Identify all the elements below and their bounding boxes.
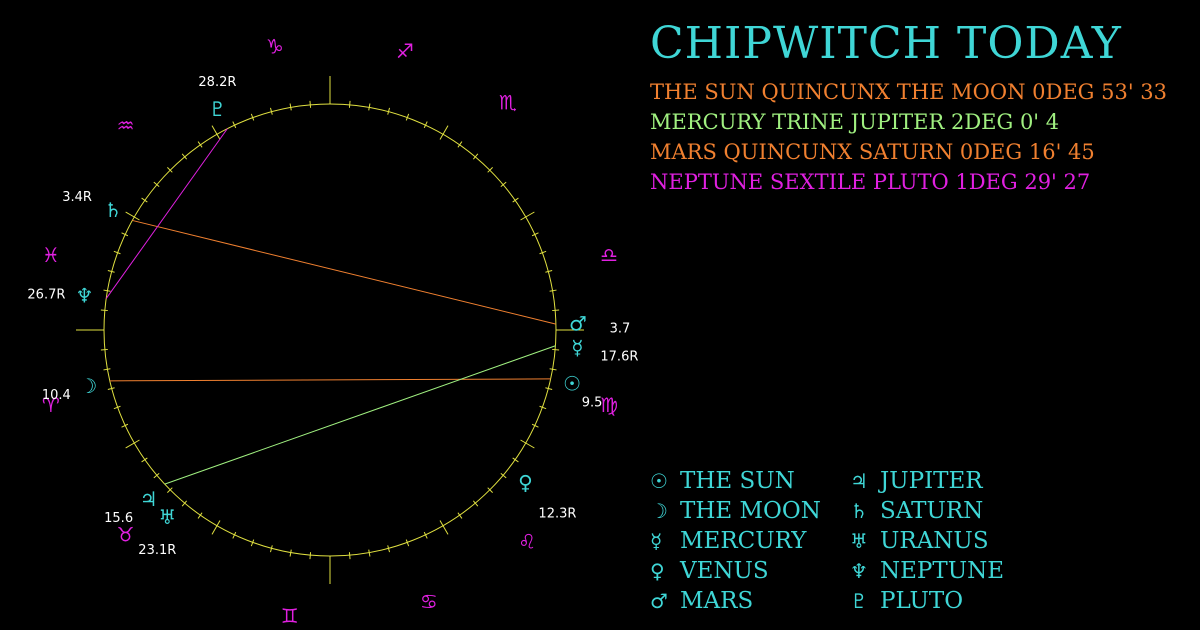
neptune-degree-label: 26.7R	[27, 287, 65, 302]
wheel-tick	[439, 125, 449, 140]
aspect-line-mars-saturn	[132, 219, 557, 325]
aspect-text-mars-saturn: MARS QUINCUNX SATURN 0DEG 16' 45	[650, 140, 1095, 164]
wheel-tick	[545, 387, 553, 391]
neptune-icon: ♆	[850, 559, 868, 583]
mars-degree-label: 3.7	[610, 322, 631, 337]
sun-icon: ☉	[563, 372, 581, 396]
pisces-sign-icon: ♓	[42, 243, 60, 267]
legend-label: THE MOON	[680, 498, 821, 524]
mercury-icon: ☿	[650, 529, 663, 553]
legend-label: SATURN	[880, 498, 984, 524]
legend-item-moon: ☽ THE MOON	[650, 498, 821, 524]
mars-icon: ♂	[650, 589, 668, 613]
wheel-tick	[167, 167, 173, 173]
wheel-circle	[103, 103, 557, 557]
legend-label: NEPTUNE	[880, 558, 1005, 584]
gemini-sign-icon: ♊	[281, 604, 299, 628]
capricorn-sign-icon: ♑	[266, 34, 284, 58]
legend-item-neptune: ♆ NEPTUNE	[850, 558, 1004, 584]
aspect-lines	[105, 128, 557, 485]
sagittarius-sign-icon: ♐	[396, 39, 414, 63]
jupiter-degree-label: 15.6	[104, 511, 133, 526]
virgo-sign-icon: ♍	[600, 393, 618, 417]
wheel-tick	[125, 439, 140, 449]
moon-icon: ☽	[650, 499, 668, 523]
saturn-degree-label: 3.4R	[62, 190, 92, 205]
saturn-icon: ♄	[850, 499, 868, 523]
aspect-text-neptune-pluto: NEPTUNE SEXTILE PLUTO 1DEG 29' 27	[650, 170, 1091, 194]
wheel-tick	[520, 211, 535, 221]
aries-sign-icon: ♈	[42, 393, 60, 417]
wheel-tick	[545, 269, 553, 273]
wheel-tick	[125, 211, 140, 221]
wheel-tick	[211, 520, 221, 535]
jupiter-icon: ♃	[140, 487, 158, 511]
legend-label: MARS	[680, 588, 754, 614]
wheel-tick	[197, 512, 203, 519]
uranus-degree-label: 23.1R	[138, 543, 176, 558]
legend-item-uranus: ♅ URANUS	[850, 528, 989, 554]
wheel-tick	[520, 439, 535, 449]
wheel-tick	[439, 520, 449, 535]
sign-glyphs: ♈ ♉ ♊ ♋ ♌ ♍ ♎ ♏ ♐ ♑ ♒ ♓	[42, 34, 618, 628]
uranus-icon: ♅	[158, 505, 176, 529]
wheel-tick	[211, 125, 221, 140]
legend-item-mercury: ☿ MERCURY	[650, 528, 806, 554]
pluto-icon: ♇	[208, 97, 226, 121]
libra-sign-icon: ♎	[600, 243, 618, 267]
aspect-line-mercury-jupiter	[164, 345, 556, 485]
legend-item-venus: ♀ VENUS	[650, 558, 769, 584]
wheel-tick	[387, 545, 391, 553]
wheel-tick	[269, 545, 273, 553]
cancer-sign-icon: ♋	[420, 590, 438, 614]
planet-glyphs: ☉9.5 ☽ 10.4 ☿ 17.6R ♀ 12.3R ♂ 3.7 ♃ 15.6 ♄ 3.4R ♅ 23.1…	[27, 75, 638, 558]
aspect-line-sun-moon	[109, 378, 551, 382]
mars-icon: ♂	[569, 312, 587, 336]
aquarius-sign-icon: ♒	[117, 114, 135, 138]
legend-label: VENUS	[680, 558, 769, 584]
saturn-icon: ♄	[104, 198, 122, 222]
sun-icon: ☉	[650, 469, 668, 493]
legend-label: MERCURY	[680, 528, 807, 554]
venus-icon: ♀	[650, 559, 665, 583]
legend-label: PLUTO	[880, 588, 964, 614]
aspect-line-neptune-pluto	[105, 128, 228, 299]
mercury-icon: ☿	[571, 335, 583, 359]
pluto-icon: ♇	[850, 589, 868, 613]
mercury-degree-label: 17.6R	[600, 349, 638, 364]
legend-label: URANUS	[880, 528, 989, 554]
chart-wheel: ♈ ♉ ♊ ♋ ♌ ♍ ♎ ♏ ♐ ♑ ♒ ♓ ☉9.5 ☽ 10.4 ☿ 17.6R ♀ 12.3R ♂ 3.7 ♃ 1…	[27, 34, 638, 628]
page-title: CHIPWITCH TODAY	[650, 18, 1122, 69]
legend-item-mars: ♂ MARS	[650, 588, 753, 614]
venus-icon: ♀	[518, 471, 533, 495]
moon-icon: ☽	[79, 374, 97, 398]
legend-label: JUPITER	[880, 468, 983, 494]
venus-degree-label: 12.3R	[538, 507, 576, 522]
leo-sign-icon: ♌	[518, 529, 536, 553]
legend-item-pluto: ♇ PLUTO	[850, 588, 963, 614]
legend-label: THE SUN	[680, 468, 795, 494]
sun-degree-label: 9.5	[582, 396, 603, 411]
legend-item-saturn: ♄ SATURN	[850, 498, 983, 524]
moon-degree-label: 10.4	[42, 388, 71, 403]
pluto-degree-label: 28.2R	[198, 75, 236, 90]
neptune-icon: ♆	[75, 283, 93, 307]
aspect-text-mercury-jupiter: MERCURY TRINE JUPITER 2DEG 0' 4	[650, 110, 1060, 134]
legend-item-jupiter: ♃ JUPITER	[850, 468, 983, 494]
aspect-text-sun-moon: THE SUN QUINCUNX THE MOON 0DEG 53' 33	[650, 80, 1167, 104]
uranus-icon: ♅	[850, 529, 868, 553]
legend-item-sun: ☉ THE SUN	[650, 468, 795, 494]
wheel-tick	[512, 197, 519, 203]
taurus-sign-icon: ♉	[117, 522, 135, 546]
wheel-ticks	[76, 76, 584, 584]
scorpio-sign-icon: ♏	[499, 90, 517, 114]
jupiter-icon: ♃	[850, 469, 868, 493]
